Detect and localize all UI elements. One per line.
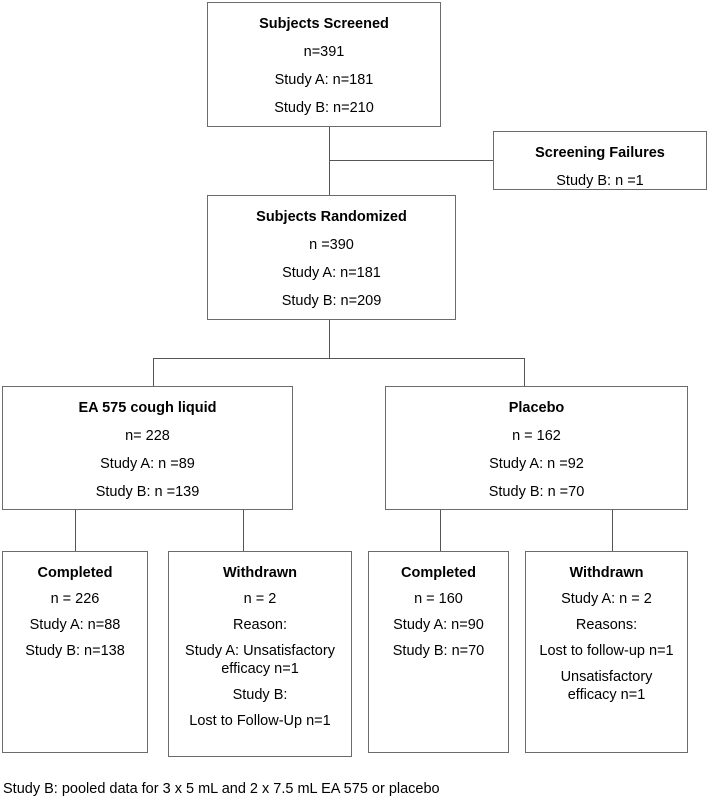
connector-randomized-split-bar	[153, 358, 525, 359]
node-title: Subjects Randomized	[256, 209, 407, 225]
node-subjects-randomized: Subjects Randomized n =390 Study A: n=18…	[207, 195, 456, 320]
connector-placebo-to-withdrawn	[612, 510, 613, 551]
node-line: efficacy n=1	[567, 687, 646, 703]
node-line: Study B:	[232, 687, 288, 703]
node-line: Study A: n = 2	[561, 591, 652, 607]
connector-randomized-to-placebo	[524, 358, 525, 386]
node-title: Placebo	[508, 400, 565, 416]
node-title: Withdrawn	[569, 565, 644, 581]
figure-footnote: Study B: pooled data for 3 x 5 mL and 2 …	[3, 781, 440, 797]
node-withdrawn-placebo: Withdrawn Study A: n = 2 Reasons: Lost t…	[525, 551, 688, 753]
node-placebo: Placebo n = 162 Study A: n =92 Study B: …	[385, 386, 688, 510]
node-completed-placebo: Completed n = 160 Study A: n=90 Study B:…	[368, 551, 509, 753]
node-line: efficacy n=1	[221, 661, 299, 677]
node-line: Lost to Follow-Up n=1	[189, 713, 331, 729]
node-line: Unsatisfactory	[560, 669, 653, 685]
node-ea575-cough-liquid: EA 575 cough liquid n= 228 Study A: n =8…	[2, 386, 293, 510]
node-completed-ea575: Completed n = 226 Study A: n=88 Study B:…	[2, 551, 148, 753]
node-line: Study B: n =1	[556, 173, 644, 189]
node-line: Study A: n =92	[489, 456, 584, 472]
node-line: n= 228	[125, 428, 170, 444]
connector-ea575-to-completed	[75, 510, 76, 551]
node-line: n = 226	[50, 591, 100, 607]
node-line: Study B: n=210	[274, 100, 374, 116]
node-line: Study B: n=138	[25, 643, 125, 659]
node-title: Withdrawn	[223, 565, 297, 581]
node-line: Study A: Unsatisfactory	[185, 643, 335, 659]
node-title: Completed	[37, 565, 113, 581]
node-subjects-screened: Subjects Screened n=391 Study A: n=181 S…	[207, 2, 441, 127]
node-line: n =390	[309, 237, 354, 253]
node-withdrawn-ea575: Withdrawn n = 2 Reason: Study A: Unsatis…	[168, 551, 352, 757]
node-line: n = 160	[414, 591, 463, 607]
node-line: Study A: n=181	[274, 72, 374, 88]
connector-randomized-to-ea575	[153, 358, 154, 386]
connector-screened-to-randomized	[329, 127, 330, 195]
node-line: n = 2	[243, 591, 277, 607]
node-line: n = 162	[512, 428, 561, 444]
node-title: Subjects Screened	[259, 16, 389, 32]
connector-randomized-stem	[329, 320, 330, 358]
node-line: Lost to follow-up n=1	[539, 643, 674, 659]
node-line: Reason:	[232, 617, 287, 633]
node-line: Reasons:	[575, 617, 638, 633]
node-title: Screening Failures	[535, 145, 665, 161]
node-title: Completed	[401, 565, 476, 581]
node-line: Study A: n=181	[282, 265, 381, 281]
node-line: Study A: n=88	[29, 617, 121, 633]
node-line: Study A: n=90	[393, 617, 484, 633]
connector-screened-to-screening-failures	[329, 160, 493, 161]
node-line: Study B: n=70	[392, 643, 485, 659]
node-title: EA 575 cough liquid	[78, 400, 217, 416]
connector-ea575-to-withdrawn	[243, 510, 244, 551]
node-line: n=391	[303, 44, 345, 60]
node-line: Study B: n =139	[95, 484, 200, 500]
node-line: Study B: n=209	[281, 293, 382, 309]
node-screening-failures: Screening Failures Study B: n =1	[493, 131, 707, 190]
connector-placebo-to-completed	[440, 510, 441, 551]
node-line: Study B: n =70	[488, 484, 585, 500]
node-line: Study A: n =89	[100, 456, 195, 472]
